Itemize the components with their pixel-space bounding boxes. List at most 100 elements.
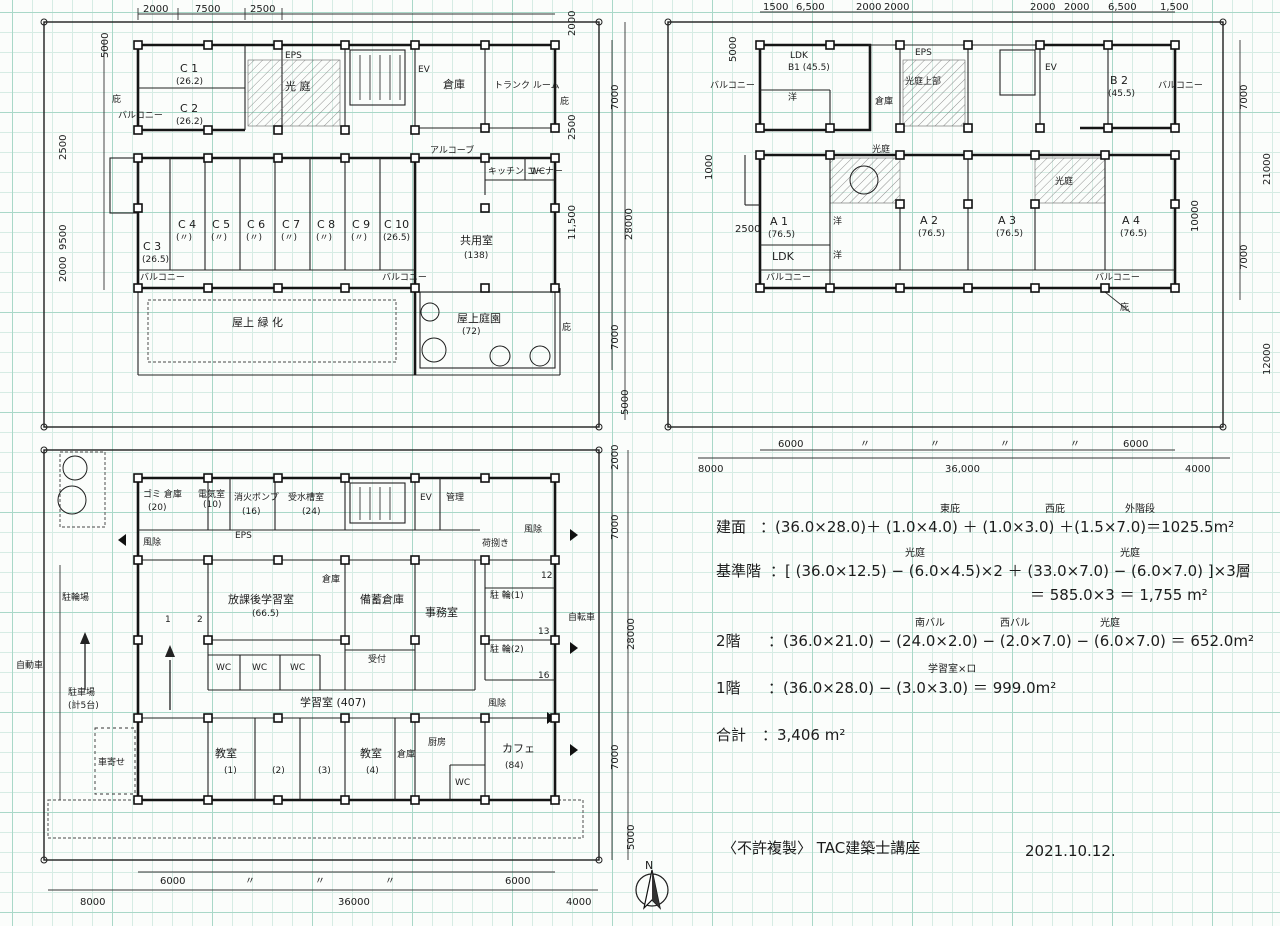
ll-columns bbox=[133, 473, 560, 805]
ul-dim-top-1: 2000 bbox=[143, 4, 168, 15]
ur-a1: A 1 bbox=[770, 215, 788, 228]
calc-f1-label: 1階 bbox=[716, 679, 741, 697]
ur-storage: 倉庫 bbox=[875, 95, 893, 107]
ll-dropoff: 車寄せ bbox=[98, 756, 125, 768]
upper-right-plan: 1500 6,500 2000 2000 2000 2000 6,500 1,5… bbox=[664, 2, 1273, 475]
ll-dim-right-2: 7000 bbox=[610, 515, 621, 540]
ll-school-hall: 学習室 (407) bbox=[300, 695, 366, 709]
ul-dim-right-2: 11,500 bbox=[567, 205, 578, 240]
calc-bldg-tag-west: 西庇 bbox=[1045, 502, 1065, 515]
ur-a4-area: (76.5) bbox=[1120, 229, 1147, 239]
calc-f2-tag-1: 南バル bbox=[915, 616, 945, 629]
calc-total-value: ：3,406 m² bbox=[762, 726, 845, 744]
ur-dim-right-4: 7000 bbox=[1239, 245, 1250, 270]
calc-f2-formula: ：(36.0×21.0) − (24.0×2.0) − (2.0×7.0) − … bbox=[768, 632, 1254, 650]
ll-classroom1-n: (1) bbox=[224, 766, 237, 776]
ll-cafe-area: (84) bbox=[505, 761, 523, 771]
ll-dim-bot-5: 6000 bbox=[505, 876, 530, 887]
ur-a4: A 4 bbox=[1122, 214, 1140, 227]
ll-fire-pump-area: (16) bbox=[242, 507, 260, 517]
ul-room-c2-area: (26.2) bbox=[176, 117, 203, 127]
ll-wc-2: WC bbox=[252, 663, 267, 673]
ul-eaves-2: 庇 bbox=[562, 321, 571, 333]
ll-dim-right-5: 28000 bbox=[626, 618, 637, 650]
ur-dim-top-5: 2000 bbox=[1030, 2, 1055, 13]
calc-std-tag-1: 光庭 bbox=[905, 546, 925, 559]
ur-dim-top-8: 1,500 bbox=[1160, 2, 1189, 13]
ul-eaves: 庇 bbox=[560, 95, 569, 107]
ll-bike-1: 駐 輪(1) bbox=[490, 589, 524, 601]
ur-dim-bot-5: 〃 bbox=[1070, 439, 1080, 450]
ur-a3-area: (76.5) bbox=[996, 229, 1023, 239]
ul-dim-right-3: 2500 bbox=[567, 115, 578, 140]
ll-dim-right-4: 5000 bbox=[626, 825, 637, 850]
ul-room-c6: C 6 bbox=[247, 218, 265, 231]
ul-room-c1-area: (26.2) bbox=[176, 77, 203, 87]
ll-num-1: 1 bbox=[165, 615, 171, 625]
ur-lightwell-top: 光庭上部 bbox=[905, 75, 941, 87]
ll-num-16: 16 bbox=[538, 671, 550, 681]
ul-eps: EPS bbox=[285, 51, 302, 61]
ul-roof-garden: 屋上庭園 bbox=[457, 311, 501, 325]
ur-dim-top-7: 6,500 bbox=[1108, 2, 1137, 13]
ur-dim-left-3: 2500 bbox=[735, 224, 760, 235]
ur-eaves: 庇 bbox=[1120, 301, 1129, 313]
ul-storage: 倉庫 bbox=[443, 77, 465, 91]
ll-dim-bot-total-1: 8000 bbox=[80, 897, 105, 908]
ll-management: 管理 bbox=[446, 491, 464, 503]
ur-dim-left-1: 5000 bbox=[728, 37, 739, 62]
ul-kitchen-corner: キッチン コーナー bbox=[488, 166, 563, 177]
ul-dim-left-1: 5000 bbox=[100, 33, 111, 58]
ul-wc: WC bbox=[530, 167, 545, 177]
footer-date: 2021.10.12. bbox=[1025, 842, 1116, 860]
ul-room-c6-area: (〃) bbox=[246, 233, 262, 243]
ul-eaves-left: 庇 bbox=[112, 93, 121, 105]
ll-water-tank-area: (24) bbox=[302, 507, 320, 517]
lower-left-plan: 2000 7000 7000 5000 28000 6000 〃 〃 〃 600… bbox=[16, 445, 669, 910]
area-calculations: 東庇 西庇 外階段 建面 ：(36.0×28.0)＋ (1.0×4.0) ＋ (… bbox=[716, 502, 1254, 744]
ll-num-12: 12 bbox=[541, 571, 552, 581]
ll-garbage: ゴミ 倉庫 bbox=[143, 488, 182, 500]
ul-common-room-area: (138) bbox=[464, 251, 488, 261]
ul-dim-right-1: 7000 bbox=[610, 85, 621, 110]
ul-columns bbox=[133, 40, 560, 293]
ll-bicycle: 駐輪場 bbox=[62, 591, 89, 603]
ul-room-c7: C 7 bbox=[282, 218, 300, 231]
ll-classroom4: 教室 bbox=[360, 746, 382, 760]
calc-bldg-tag-east: 東庇 bbox=[940, 502, 960, 515]
ul-room-c9-area: (〃) bbox=[351, 233, 367, 243]
ur-dim-top-3: 2000 bbox=[856, 2, 881, 13]
ul-room-c9: C 9 bbox=[352, 218, 370, 231]
ul-room-c7-area: (〃) bbox=[281, 233, 297, 243]
ur-dim-bot-2: 〃 bbox=[860, 439, 870, 450]
ur-a2: A 2 bbox=[920, 214, 938, 227]
calc-f2-label: 2階 bbox=[716, 632, 741, 650]
ur-columns bbox=[755, 40, 1180, 293]
ul-room-c8: C 8 bbox=[317, 218, 335, 231]
ur-b2-area: (45.5) bbox=[1108, 89, 1135, 99]
ul-room-c4: C 4 bbox=[178, 218, 196, 231]
ll-bicycle-stand: 自転車 bbox=[568, 611, 595, 623]
ur-ldk-b1: LDK bbox=[790, 51, 809, 61]
ll-wc-1: WC bbox=[216, 663, 231, 673]
ul-dim-left-2: 2500 bbox=[58, 135, 69, 160]
ur-dim-bot-3: 〃 bbox=[930, 439, 940, 450]
ll-windbreak-3: 風除 bbox=[488, 697, 506, 709]
ll-wc-3: WC bbox=[290, 663, 305, 673]
ur-balcony-bottom: バルコニー bbox=[1095, 272, 1140, 283]
calc-bldg-tag-stair: 外階段 bbox=[1125, 502, 1155, 515]
ul-balcony-top: バルコニー bbox=[118, 110, 163, 121]
ll-windbreak-2: 風除 bbox=[524, 523, 542, 535]
calc-f2-tag-3: 光庭 bbox=[1100, 616, 1120, 629]
ll-windbreak-1: 風除 bbox=[143, 536, 161, 548]
footer: 〈不許複製〉 TAC建築士講座 2021.10.12. bbox=[722, 839, 1116, 860]
ul-room-c1: C 1 bbox=[180, 62, 198, 75]
ll-classroom3-n: (3) bbox=[318, 766, 331, 776]
ll-classroom2-n: (2) bbox=[272, 766, 285, 776]
ur-balcony-bottom-left: バルコニー bbox=[766, 272, 811, 283]
ur-a3: A 3 bbox=[998, 214, 1016, 227]
calc-std-result: ＝ 585.0×3 ＝ 1,755 m² bbox=[1030, 586, 1208, 604]
ul-room-c10: C 10 bbox=[384, 218, 409, 231]
ur-dim-left-2: 1000 bbox=[704, 155, 715, 180]
ur-dim-bot-4: 〃 bbox=[1000, 439, 1010, 450]
